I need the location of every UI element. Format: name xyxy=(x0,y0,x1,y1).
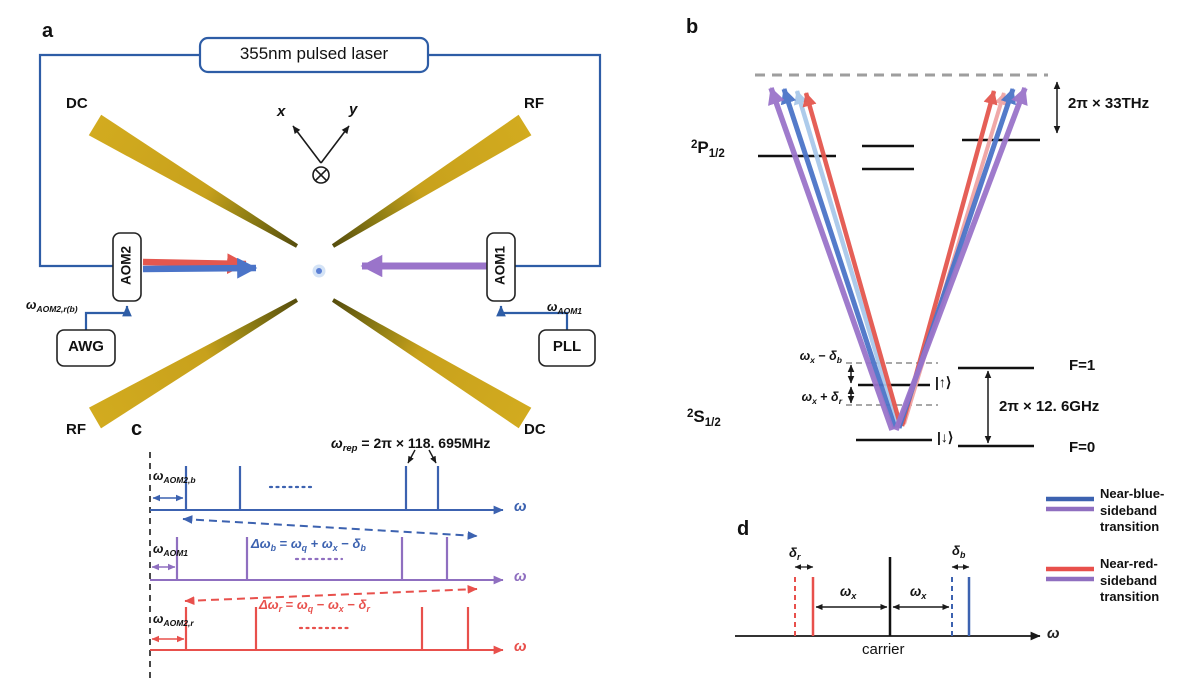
omega-aom2r-label: ωAOM2,r xyxy=(153,612,194,628)
p12-level-label: 2P1/2 xyxy=(691,138,725,160)
aom1-box xyxy=(486,232,516,302)
up-state-ket-label: |↑⟩ xyxy=(935,374,952,390)
wx-plus-dr-label: ωx + δr xyxy=(801,390,842,406)
omega-aom1-comb-label: ωAOM1 xyxy=(153,542,188,558)
aom2-label: AOM2 xyxy=(118,245,134,285)
panel-a-letter: a xyxy=(42,20,54,42)
delta-omega-r-equation: Δωr = ωq − ωx − δr xyxy=(259,597,370,614)
down-state-ket-label: |↓⟩ xyxy=(937,429,954,445)
raman-v-beams xyxy=(768,86,1028,431)
raman-beams-trap xyxy=(142,253,487,279)
delta-omega-b-arrow xyxy=(182,515,478,540)
delta-omega-r-arrow xyxy=(184,584,478,606)
axis-x-label: x xyxy=(277,103,286,120)
laser-box xyxy=(198,36,430,74)
carrier-label: carrier xyxy=(862,641,905,658)
blue-omega-axis-label: ω xyxy=(514,498,527,515)
aom2-frequency-label: ωAOM2,r(b) xyxy=(26,298,78,314)
purple-frequency-comb xyxy=(150,537,504,585)
awg-box xyxy=(56,329,116,367)
electrode-label-dc-top: DC xyxy=(66,95,88,112)
purple-omega-axis-label: ω xyxy=(514,568,527,585)
sideband-spectrum xyxy=(735,557,1041,641)
s12-level-label: 2S1/2 xyxy=(687,407,721,429)
pll-label: PLL xyxy=(552,338,582,355)
panel-d-letter: d xyxy=(737,518,750,540)
blue-frequency-comb xyxy=(150,466,504,515)
wx-minus-db-label: ωx − δb xyxy=(799,349,842,365)
omega-rep-leaders xyxy=(407,449,437,464)
pll-box xyxy=(538,329,596,367)
red-beam xyxy=(142,253,248,275)
omega-aom2b-label: ωAOM2,b xyxy=(153,469,196,485)
legend-red-sideband-label: Near-red-sideband transition xyxy=(1100,556,1160,605)
coordinate-axes xyxy=(292,125,350,184)
delta-b-label: δb xyxy=(952,543,966,560)
blue-beam xyxy=(142,257,258,279)
measurement-arrows-b xyxy=(847,81,1061,444)
spectrum-omega-axis-label: ω xyxy=(1047,625,1060,642)
axis-y-label: y xyxy=(349,101,358,118)
aom1-frequency-label: ωAOM1 xyxy=(547,300,582,316)
ion xyxy=(312,264,326,278)
f0-label: F=0 xyxy=(1069,439,1096,456)
delta-omega-b-equation: Δωb = ωq + ωx − δb xyxy=(251,536,366,553)
device-boxes xyxy=(56,36,596,367)
electrode-label-rf-bottom: RF xyxy=(66,421,86,438)
laser-circuit xyxy=(38,53,602,330)
legend-blue-sideband-label: Near-blue-sideband transition xyxy=(1100,486,1165,535)
f1-label: F=1 xyxy=(1069,357,1096,374)
delta-r-label: δr xyxy=(789,545,801,562)
omega-x-right-label: ωx xyxy=(910,584,927,602)
aom2-box xyxy=(112,232,142,302)
panel-c-letter: c xyxy=(131,418,143,440)
ghz-splitting-label: 2π × 12. 6GHz xyxy=(999,398,1100,415)
red-omega-axis-label: ω xyxy=(514,638,527,655)
laser-label: 355nm pulsed laser xyxy=(239,44,389,63)
thz-splitting-label: 2π × 33THz xyxy=(1068,95,1150,112)
red-frequency-comb xyxy=(150,607,504,655)
electrode-label-rf-top: RF xyxy=(524,95,544,112)
legend-swatches xyxy=(1046,496,1094,582)
panel-b-letter: b xyxy=(686,16,699,38)
trap-electrodes xyxy=(88,114,532,429)
omega-rep-label: ωrep = 2π × 118. 695MHz xyxy=(331,435,491,455)
omega-x-left-label: ωx xyxy=(840,584,857,602)
aom1-label: AOM1 xyxy=(492,245,508,285)
awg-label: AWG xyxy=(68,338,104,355)
electrode-label-dc-bottom: DC xyxy=(524,421,546,438)
